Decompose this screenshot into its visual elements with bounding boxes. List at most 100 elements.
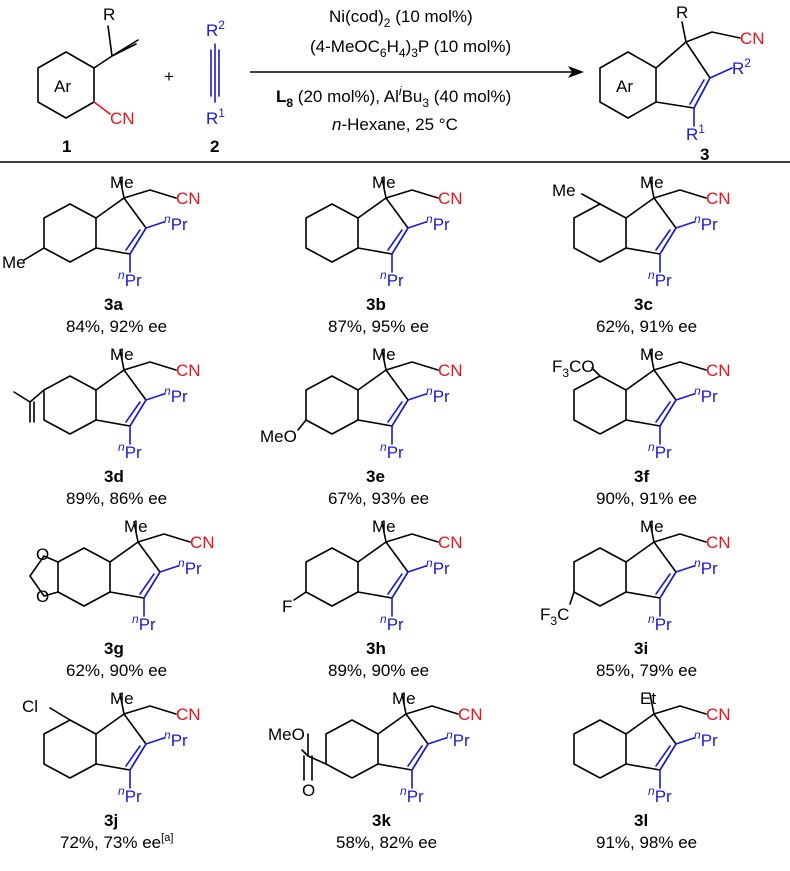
npr-label: nPr <box>648 784 672 806</box>
methyl-label: Me <box>640 345 664 364</box>
product-3h: Me F CN nPr nPr 3h 89%, 90% ee <box>282 517 463 680</box>
reaction-conditions: Ni(cod)2 (10 mol%) (4-MeOC6H4)3P (10 mol… <box>250 7 584 134</box>
product-3f: Me F3CO CN nPr nPr 3f 90%, 91% ee <box>552 345 731 508</box>
oxygen-label: O <box>36 545 49 564</box>
yield-ee: 85%, 79% ee <box>596 661 697 680</box>
sm1-ar-label: Ar <box>54 77 71 96</box>
methyl-label: Me <box>552 181 576 200</box>
npr-label: nPr <box>694 556 718 578</box>
compound-id: 3d <box>104 467 124 486</box>
npr-label: nPr <box>648 612 672 634</box>
yield-ee: 87%, 95% ee <box>328 317 429 336</box>
npr-label: nPr <box>118 784 142 806</box>
yield-ee: 58%, 82% ee <box>336 833 437 852</box>
trifluoromethoxy-label: F3CO <box>552 357 595 380</box>
methyl-label: Me <box>110 689 134 708</box>
starting-material-2: R2 R1 2 <box>206 18 225 156</box>
product-3a: Me CN nPr nPr Me 3a 84%, 92% ee <box>2 173 201 336</box>
product-3e: Me CN nPr nPr MeO 3e 67%, 93% ee <box>260 345 463 508</box>
npr-label: nPr <box>400 784 424 806</box>
npr-label: nPr <box>694 728 718 750</box>
product-3g: Me O O CN nPr nPr 3g 62%, 90% ee <box>29 517 215 680</box>
product-3-general: R Ar CN R2 R1 3 <box>599 3 765 164</box>
npr-label: nPr <box>648 268 672 290</box>
npr-label: nPr <box>648 440 672 462</box>
compound-id: 3l <box>634 811 648 830</box>
methyl-label: Me <box>2 253 26 272</box>
prod-ar-label: Ar <box>616 77 633 96</box>
yield-ee: 90%, 91% ee <box>596 489 697 508</box>
compound-id: 3i <box>634 639 648 658</box>
cn-label: CN <box>706 189 731 208</box>
methyl-label: Me <box>110 173 134 192</box>
npr-label: nPr <box>164 384 188 406</box>
npr-label: nPr <box>426 384 450 406</box>
yield-ee: 67%, 93% ee <box>328 489 429 508</box>
methyl-label: Me <box>110 345 134 364</box>
compound-id: 3e <box>366 467 385 486</box>
cn-label: CN <box>190 533 215 552</box>
cn-label: CN <box>176 705 201 724</box>
compound-id: 3k <box>372 811 391 830</box>
compound-id: 3a <box>104 295 123 314</box>
product-3i: Me F3C CN nPr nPr 3i 85%, 79% ee <box>540 517 731 680</box>
condition-solvent-temp: n-Hexane, 25 °C <box>332 115 458 134</box>
methoxy-label: MeO <box>260 427 297 446</box>
npr-label: nPr <box>380 612 404 634</box>
product-compound-number: 3 <box>700 145 709 164</box>
chloro-label: Cl <box>22 697 38 716</box>
npr-label: nPr <box>694 212 718 234</box>
condition-catalyst: Ni(cod)2 (10 mol%) <box>329 7 473 30</box>
compound-id: 3c <box>634 295 653 314</box>
condition-phosphine: (4-MeOC6H4)3P (10 mol%) <box>310 37 511 60</box>
compound-id: 3b <box>366 295 386 314</box>
npr-label: nPr <box>380 268 404 290</box>
sm2-r1-label: R1 <box>206 106 225 128</box>
npr-label: nPr <box>694 384 718 406</box>
methyl-label: Me <box>392 689 416 708</box>
sm1-cn-label: CN <box>110 109 135 128</box>
npr-label: nPr <box>118 440 142 462</box>
npr-label: nPr <box>426 212 450 234</box>
npr-label: nPr <box>164 212 188 234</box>
oxygen-label: O <box>36 587 49 606</box>
ethyl-label: Et <box>640 689 656 708</box>
compound-id: 3f <box>634 467 649 486</box>
yield-ee: 89%, 86% ee <box>66 489 167 508</box>
prod-r1-label: R1 <box>686 122 705 144</box>
sm2-compound-number: 2 <box>210 137 219 156</box>
yield-ee: 62%, 91% ee <box>596 317 697 336</box>
yield-ee: 91%, 98% ee <box>596 833 697 852</box>
product-3l: Et CN nPr nPr 3l 91%, 98% ee <box>573 689 731 852</box>
npr-label: nPr <box>426 556 450 578</box>
product-3k: Me MeO O CN nPr nPr 3k 58%, 82% ee <box>268 689 483 852</box>
cn-label: CN <box>706 533 731 552</box>
methyl-label: Me <box>372 345 396 364</box>
product-3d: Me CN nPr nPr 3d 89%, 86% ee <box>13 345 201 508</box>
sm2-r2-label: R2 <box>206 18 225 40</box>
yield-ee: 62%, 90% ee <box>66 661 167 680</box>
product-3j: Me Cl CN nPr nPr 3j 72%, 73% ee[a] <box>22 689 201 852</box>
condition-ligand-additive: L8 (20 mol%), AliBu3 (40 mol%) <box>276 84 511 110</box>
cn-label: CN <box>176 189 201 208</box>
cn-label: CN <box>438 189 463 208</box>
npr-label: nPr <box>446 728 470 750</box>
prod-r2-label: R2 <box>732 56 751 78</box>
product-3c: Me Me CN nPr nPr 3c 62%, 91% ee <box>552 173 731 336</box>
carbonyl-oxygen-label: O <box>302 781 315 800</box>
npr-label: nPr <box>178 556 202 578</box>
product-3b: Me CN nPr nPr 3b 87%, 95% ee <box>305 173 463 336</box>
prod-r-label: R <box>676 3 688 22</box>
methyl-label: Me <box>372 517 396 536</box>
cn-label: CN <box>438 361 463 380</box>
yield-ee: 89%, 90% ee <box>328 661 429 680</box>
methyl-label: Me <box>640 173 664 192</box>
sm1-compound-number: 1 <box>62 137 71 156</box>
methyl-label: Me <box>372 173 396 192</box>
yield-ee: 84%, 92% ee <box>66 317 167 336</box>
cn-label: CN <box>706 361 731 380</box>
npr-label: nPr <box>118 268 142 290</box>
compound-id: 3g <box>104 639 124 658</box>
npr-label: nPr <box>164 728 188 750</box>
npr-label: nPr <box>380 440 404 462</box>
